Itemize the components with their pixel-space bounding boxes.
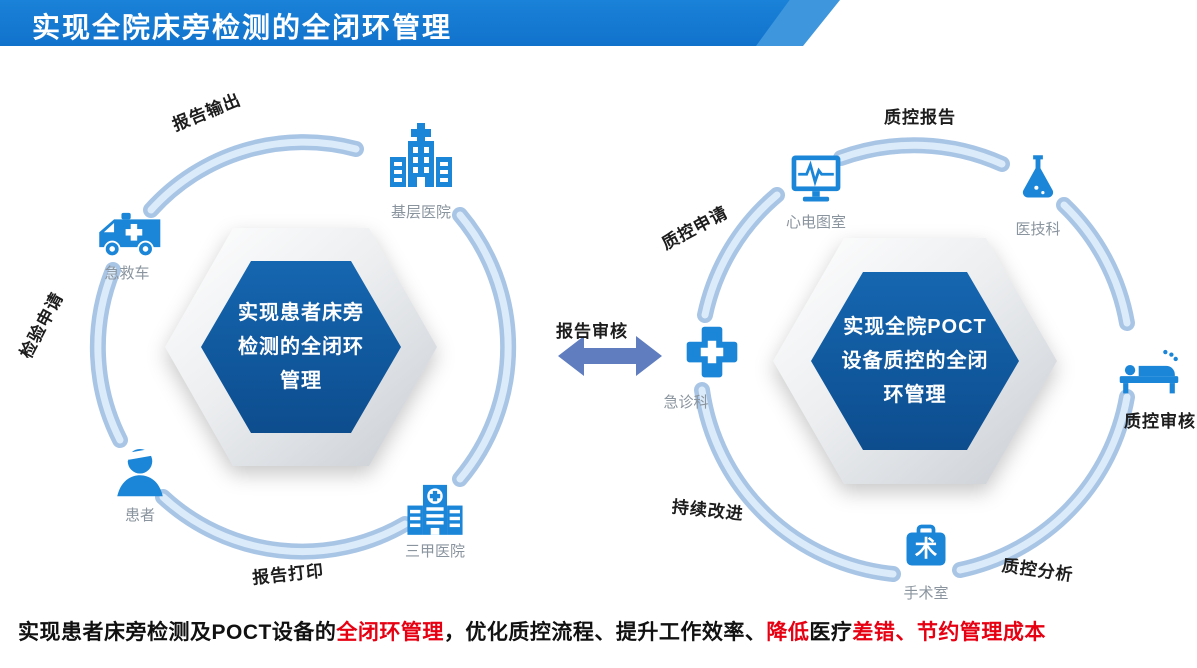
- left-hexagon: 实现患者床旁 检测的全闭环 管理: [165, 228, 437, 466]
- community-hospital-label: 基层医院: [390, 204, 451, 221]
- lab-flask-icon: [1012, 148, 1064, 208]
- summary-seg-5: 医疗: [809, 621, 853, 644]
- ecg-monitor-icon: [786, 148, 846, 208]
- summary-sentence: 实现患者床旁检测及POCT设备的全闭环管理，优化质控流程、提升工作效率、降低医疗…: [18, 616, 1188, 646]
- summary-seg-1: 实现患者床旁检测及POCT设备的: [18, 621, 337, 644]
- operating-room-label: 手术室: [903, 585, 949, 602]
- tertiary-hospital-label: 三甲医院: [404, 543, 465, 560]
- left-hex-line-1: 实现患者床旁: [238, 302, 364, 324]
- emergency-dept-label: 急诊科: [663, 394, 709, 411]
- ambulance-label: 急救车: [104, 265, 150, 282]
- left-hex-line-3: 管理: [280, 370, 322, 392]
- ecg-room-label: 心电图室: [785, 214, 846, 231]
- left-hex-line-2: 检测的全闭环: [238, 336, 364, 358]
- summary-seg-2: 全闭环管理: [336, 621, 444, 644]
- tertiary-hospital-icon: [404, 478, 466, 540]
- summary-seg-3: ，优化质控流程、提升工作效率、: [443, 621, 767, 644]
- page-title: 实现全院床旁检测的全闭环管理: [32, 12, 453, 43]
- patient-label: 患者: [124, 507, 155, 524]
- summary-seg-6: 差错、节约管理成本: [852, 621, 1046, 644]
- patient-bed-icon: [1118, 346, 1180, 396]
- right-hex-line-3: 环管理: [883, 384, 947, 406]
- medical-tech-dept-label: 医技科: [1015, 221, 1061, 238]
- surgery-kit-char: 术: [915, 537, 938, 562]
- right-hex-line-2: 设备质控的全闭: [841, 350, 989, 372]
- right-hexagon: 实现全院POCT 设备质控的全闭 环管理: [773, 238, 1057, 484]
- ambulance-icon: [90, 210, 164, 262]
- emergency-cross-icon: [682, 322, 742, 382]
- right-hexagon-core: 实现全院POCT 设备质控的全闭 环管理: [811, 272, 1019, 450]
- right-hex-line-1: 实现全院POCT: [843, 316, 987, 338]
- community-hospital-icon: [385, 118, 457, 196]
- step-label-qc-report: 质控报告: [884, 108, 956, 127]
- step-label-report-review: 报告审核: [556, 322, 628, 341]
- bidirectional-arrow-icon: [558, 336, 662, 376]
- patient-icon: [112, 442, 168, 498]
- summary-seg-4: 降低: [766, 621, 810, 644]
- surgery-kit-icon: 术: [902, 518, 950, 574]
- step-label-qc-review: 质控审核: [1124, 412, 1196, 431]
- header-bar: [0, 0, 790, 46]
